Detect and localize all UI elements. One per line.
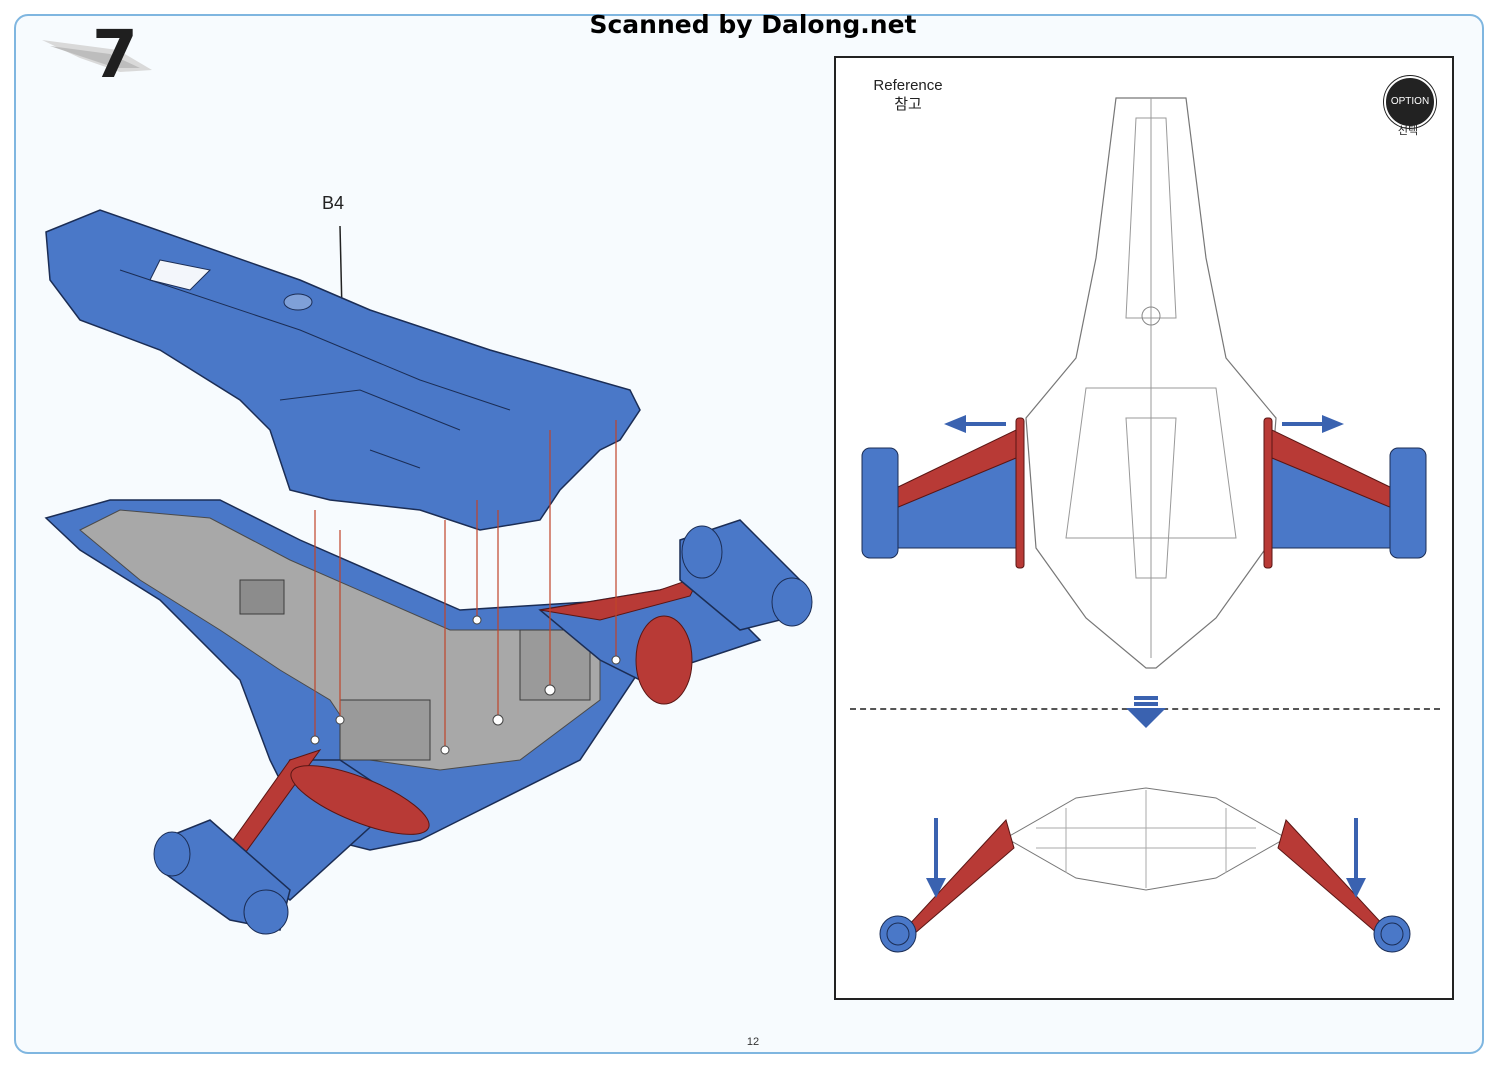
- option-sub-label: 선택: [1397, 125, 1419, 137]
- step-number: 7: [92, 16, 138, 93]
- page-number: 12: [746, 1036, 760, 1048]
- reference-title-ko: 참고: [894, 96, 922, 113]
- part-label-b4: B4: [322, 193, 345, 213]
- reference-top-view: [861, 97, 1427, 669]
- step-jet-icon: [42, 40, 152, 72]
- watermark: Scanned by Dalong.net: [589, 10, 917, 39]
- option-badge-icon: OPTION: [1384, 76, 1436, 128]
- right-arrow-icon: [1282, 415, 1344, 433]
- reference-panel: Reference 참고 OPTION 선택: [834, 56, 1454, 1000]
- left-arrow-icon: [944, 415, 1006, 433]
- down-arrow-icon: [1126, 696, 1166, 728]
- reference-title-en: Reference: [873, 77, 943, 94]
- right-down-arrow-icon: [1346, 818, 1366, 898]
- upper-part-b4: [45, 209, 641, 531]
- left-down-arrow-icon: [926, 818, 946, 898]
- reference-front-view: [879, 787, 1411, 953]
- assembly-illustration: [44, 209, 813, 935]
- reference-title: Reference 참고: [868, 76, 948, 114]
